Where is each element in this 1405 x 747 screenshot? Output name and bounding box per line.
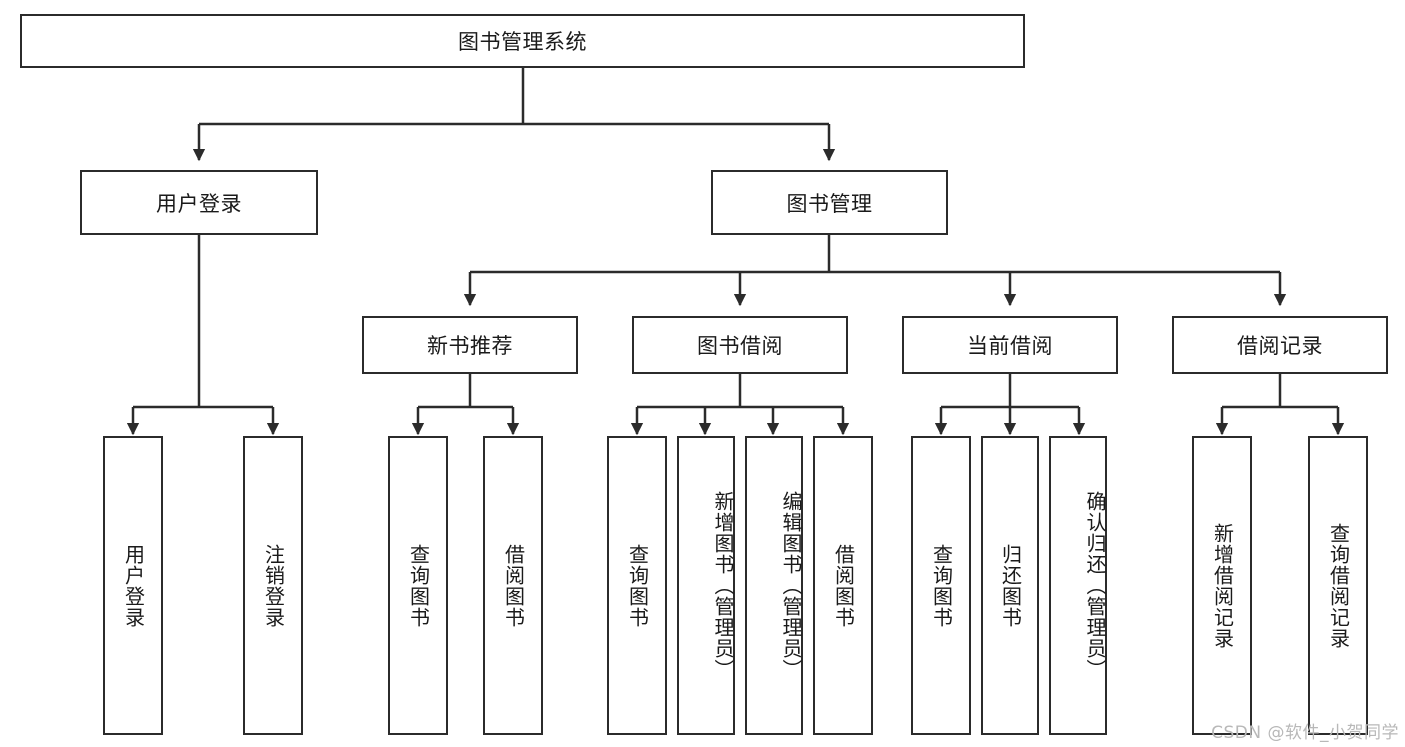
- leaf-current-query-book[interactable]: 查询图书: [911, 436, 971, 735]
- node-label: 查询图书: [929, 543, 954, 628]
- leaf-record-query-record[interactable]: 查询借阅记录: [1308, 436, 1368, 735]
- node-label: 图书管理: [786, 191, 873, 216]
- leaf-new-book-borrow[interactable]: 借阅图书: [483, 436, 543, 735]
- node-label: 查询图书: [625, 543, 650, 628]
- node-label: 新增图书（管理员）: [711, 491, 735, 680]
- leaf-user-login-login[interactable]: 用户登录: [103, 436, 163, 735]
- node-root-system[interactable]: 图书管理系统: [20, 14, 1025, 68]
- watermark-text: CSDN @软件_小贺同学: [1211, 723, 1399, 743]
- leaf-borrow-query-book[interactable]: 查询图书: [607, 436, 667, 735]
- leaf-current-return-book[interactable]: 归还图书: [981, 436, 1039, 735]
- leaf-user-login-logout[interactable]: 注销登录: [243, 436, 303, 735]
- node-label: 借阅图书: [831, 543, 856, 628]
- node-label: 借阅记录: [1237, 334, 1323, 358]
- node-current-borrow[interactable]: 当前借阅: [902, 316, 1118, 374]
- node-label: 用户登录: [156, 191, 242, 216]
- node-label: 编辑图书（管理员）: [779, 491, 803, 680]
- leaf-record-add-record[interactable]: 新增借阅记录: [1192, 436, 1252, 735]
- node-label: 确认归还（管理员）: [1083, 491, 1107, 680]
- leaf-new-book-query[interactable]: 查询图书: [388, 436, 448, 735]
- node-label: 注销登录: [261, 543, 286, 628]
- node-label: 新增借阅记录: [1210, 522, 1235, 649]
- leaf-borrow-edit-book-admin[interactable]: 编辑图书（管理员）: [745, 436, 803, 735]
- node-label: 查询图书: [406, 543, 431, 628]
- leaf-borrow-borrow-book[interactable]: 借阅图书: [813, 436, 873, 735]
- node-label: 新书推荐: [427, 334, 513, 358]
- leaf-borrow-add-book-admin[interactable]: 新增图书（管理员）: [677, 436, 735, 735]
- node-label: 图书管理系统: [458, 30, 587, 54]
- node-label: 当前借阅: [967, 334, 1053, 358]
- node-borrow-record[interactable]: 借阅记录: [1172, 316, 1388, 374]
- leaf-current-confirm-return-admin[interactable]: 确认归还（管理员）: [1049, 436, 1107, 735]
- node-label: 图书借阅: [697, 334, 783, 358]
- node-label: 归还图书: [998, 543, 1023, 628]
- node-user-login[interactable]: 用户登录: [80, 170, 318, 235]
- node-book-borrow[interactable]: 图书借阅: [632, 316, 848, 374]
- node-new-book-recommend[interactable]: 新书推荐: [362, 316, 578, 374]
- node-label: 查询借阅记录: [1326, 522, 1351, 649]
- node-label: 借阅图书: [501, 543, 526, 628]
- node-label: 用户登录: [121, 543, 146, 628]
- node-book-management[interactable]: 图书管理: [711, 170, 948, 235]
